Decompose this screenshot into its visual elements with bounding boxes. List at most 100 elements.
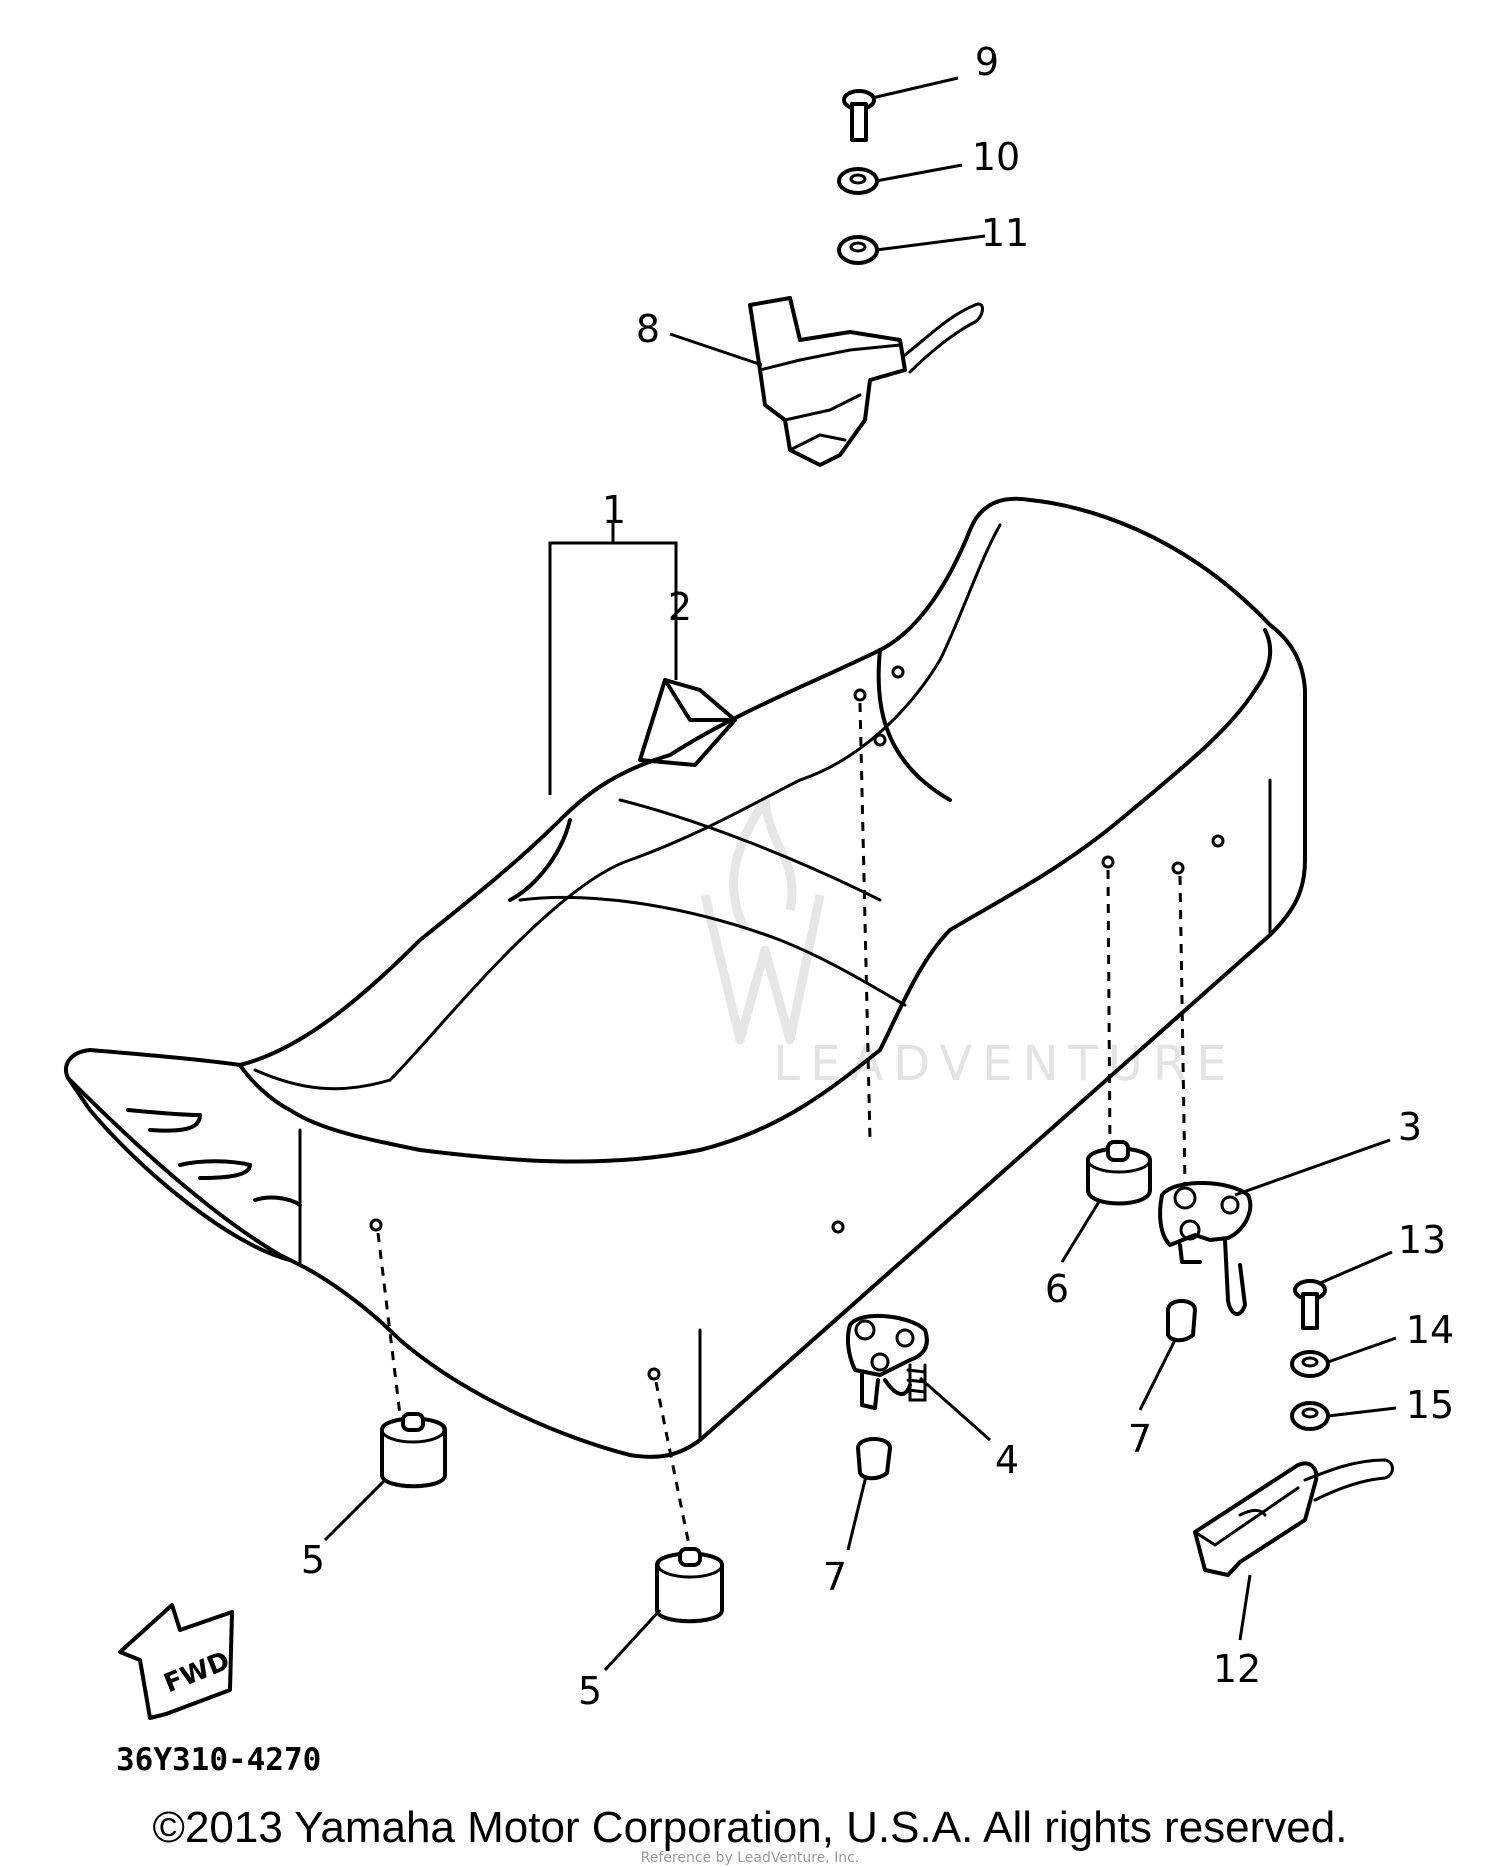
guide-line [1178,875,1187,1186]
leader-6 [1060,1199,1102,1263]
callout-numbers: 1 2 3 4 5 5 6 7 7 8 9 10 11 12 13 14 15 [301,40,1454,1713]
guide-line [376,1232,402,1416]
bolt-shank [850,102,868,142]
seat-lock-assembly [748,296,984,467]
damper-5-left [380,1412,447,1489]
seat-hole [369,1218,383,1232]
seat-bracket-4 [845,1313,929,1410]
callout-6: 6 [1045,1267,1069,1311]
washer-inner [849,173,867,185]
callout-5-center: 5 [578,1669,602,1713]
callout-leader-lines [323,76,1397,1672]
assembly-guide-lines [376,702,1187,1551]
seat-lock-details [758,302,984,452]
bracket-plate [1158,1181,1253,1247]
seat-hook [638,678,737,767]
leader-10 [875,163,963,183]
bracket-spring [906,1363,927,1402]
bolt-9 [842,89,876,142]
lock-details [1193,1458,1394,1547]
nut-inner [1301,1407,1319,1419]
leader-11 [875,234,986,252]
seat-assembly [64,496,1307,1459]
leader-8 [669,332,763,367]
nut-inner [849,241,867,253]
leader-7-right [1138,1337,1178,1411]
seat-lock-body [748,296,907,467]
leader-13 [1317,1250,1393,1286]
lock-assembly-12 [1193,1458,1394,1577]
callout-3: 3 [1398,1105,1422,1149]
callout-13: 13 [1398,1218,1446,1262]
damper-6 [1086,1140,1152,1206]
seat-hole [891,665,905,679]
washer-14 [1290,1350,1330,1378]
washer-10 [837,167,879,195]
callout-12: 12 [1213,1647,1261,1691]
leadventure-logo-mark [700,795,825,1045]
washer-outer [837,167,879,195]
cap-7-right [1166,1299,1197,1343]
bracket-stud [1173,1186,1197,1210]
seat-side-line [298,778,1272,1442]
seat-hole [831,1220,845,1234]
cap-body [1166,1299,1197,1343]
callout-14: 14 [1406,1308,1454,1352]
diagram-code: 36Y310-4270 [116,1742,321,1778]
leader-15 [1327,1406,1397,1418]
callout-4: 4 [995,1438,1019,1482]
callout-7-center: 7 [823,1555,847,1599]
fwd-arrow-outline [118,1603,234,1720]
bracket-hook [1178,1238,1247,1316]
callout-5-left: 5 [301,1538,325,1582]
callout-10: 10 [972,135,1020,179]
seat-crease-line [518,798,907,1007]
washer-inner [1301,1356,1319,1368]
leader-14 [1327,1336,1397,1364]
seat-hole [873,733,887,747]
callout-7-right: 7 [1128,1417,1152,1461]
seat-grab-rail [66,1076,302,1262]
callout-8: 8 [636,307,660,351]
seat-hole [853,688,867,702]
lock-body [1193,1461,1319,1577]
watermark-brand-text: LEADVENTURE [773,1036,1236,1092]
leader-12 [1238,1574,1252,1641]
guide-line [654,1381,692,1551]
callout-9: 9 [975,40,999,84]
leader-7-center [846,1475,868,1551]
callout-2: 2 [668,585,692,629]
forward-direction-arrow: FWD [118,1603,234,1720]
bracket-stud [854,1319,876,1341]
bracket-hook [860,1370,912,1410]
seat-hole [1101,855,1115,869]
damper-stud [1106,1140,1130,1162]
seat-bracket-3 [1158,1181,1253,1316]
seat-cushion-inner-edge [253,523,1002,1091]
nut-11 [837,235,879,265]
callout-11: 11 [981,211,1029,255]
seat-hole [647,1367,661,1381]
seat-mount-holes [369,665,1225,1381]
leader-9 [871,76,959,100]
damper-5-center [655,1547,724,1624]
callout-15: 15 [1406,1383,1454,1427]
seat-hole [1171,861,1185,875]
damper-stud [678,1547,702,1567]
leader-5-left [323,1478,387,1542]
leader-3 [1234,1138,1391,1197]
bracket-stud [870,1352,890,1372]
bolt-13 [1293,1279,1327,1330]
copyright-notice: ©2013 Yamaha Motor Corporation, U.S.A. A… [152,1803,1348,1852]
seat-hole [1211,834,1225,848]
leader-1-bracket [548,520,678,795]
seat-cushion-edge [238,628,1273,1164]
bracket-stud [895,1328,915,1348]
guide-line [1106,869,1112,1151]
leader-5-center [603,1608,662,1672]
guide-line [858,702,872,1141]
bracket-stud [1220,1195,1240,1215]
cap-7-center [856,1437,892,1481]
leadventure-watermark: LEADVENTURE [700,795,1236,1092]
